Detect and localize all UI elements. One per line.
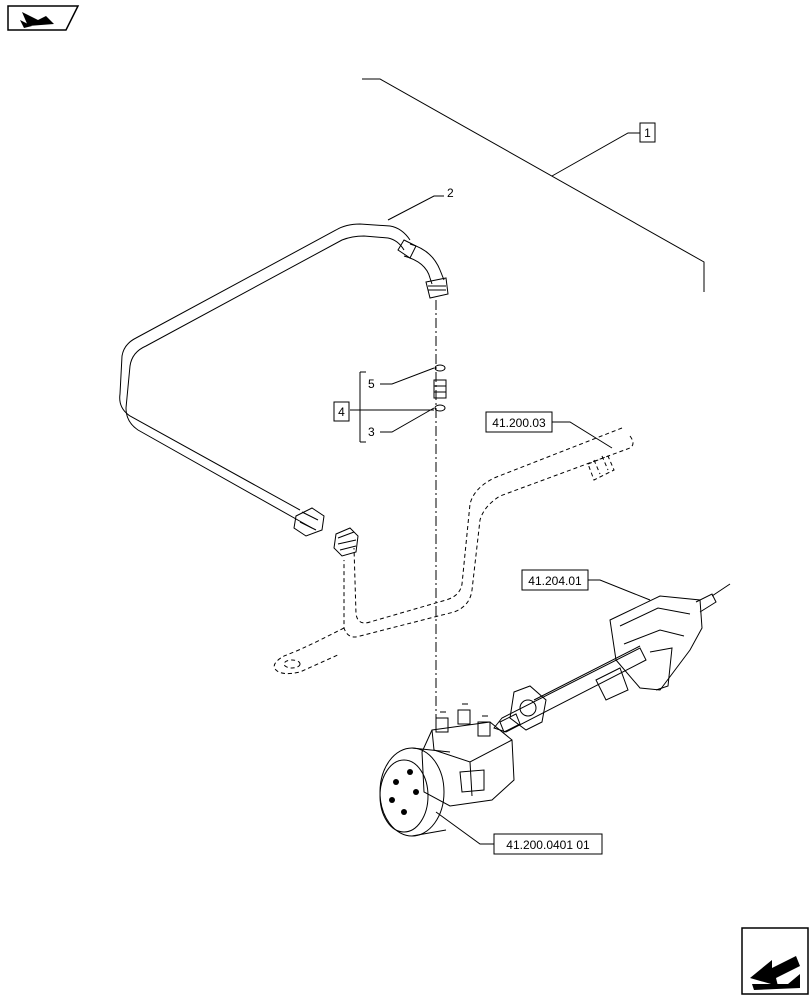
item-1-callout: 1	[639, 122, 656, 143]
back-arrow-icon[interactable]	[7, 5, 80, 31]
ref-41-200-0401-01-label: 41.200.0401 01	[506, 838, 590, 852]
item-4-callout: 4	[333, 401, 350, 422]
item-4-bracket	[350, 371, 434, 443]
steering-valve	[379, 703, 515, 837]
ref-41-200-03-label: 41.200.03	[492, 416, 546, 430]
steering-column	[493, 583, 731, 733]
hydraulic-pipe	[119, 223, 449, 537]
item-3-label: 3	[368, 425, 375, 439]
ref-41-200-03-callout: 41.200.03	[485, 411, 613, 449]
ref-41-204-01-label: 41.204.01	[528, 574, 582, 588]
elbow-fitting	[333, 527, 359, 557]
item-5-callout: 5	[368, 367, 435, 391]
item-5-label: 5	[368, 377, 375, 391]
ref-41-200-0401-01-callout: 41.200.0401 01	[435, 811, 603, 855]
item-4-label: 4	[338, 405, 345, 419]
adapter-fitting	[433, 364, 447, 412]
item-2-label: 2	[447, 186, 454, 200]
reference-pipe-dashed	[273, 427, 634, 675]
next-page-arrow-icon[interactable]	[741, 927, 809, 995]
item-1-label: 1	[644, 126, 651, 140]
ref-41-204-01-callout: 41.204.01	[521, 569, 651, 601]
item-1-leader	[362, 78, 705, 292]
item-2-callout: 2	[387, 186, 454, 221]
item-3-callout: 3	[368, 407, 435, 439]
